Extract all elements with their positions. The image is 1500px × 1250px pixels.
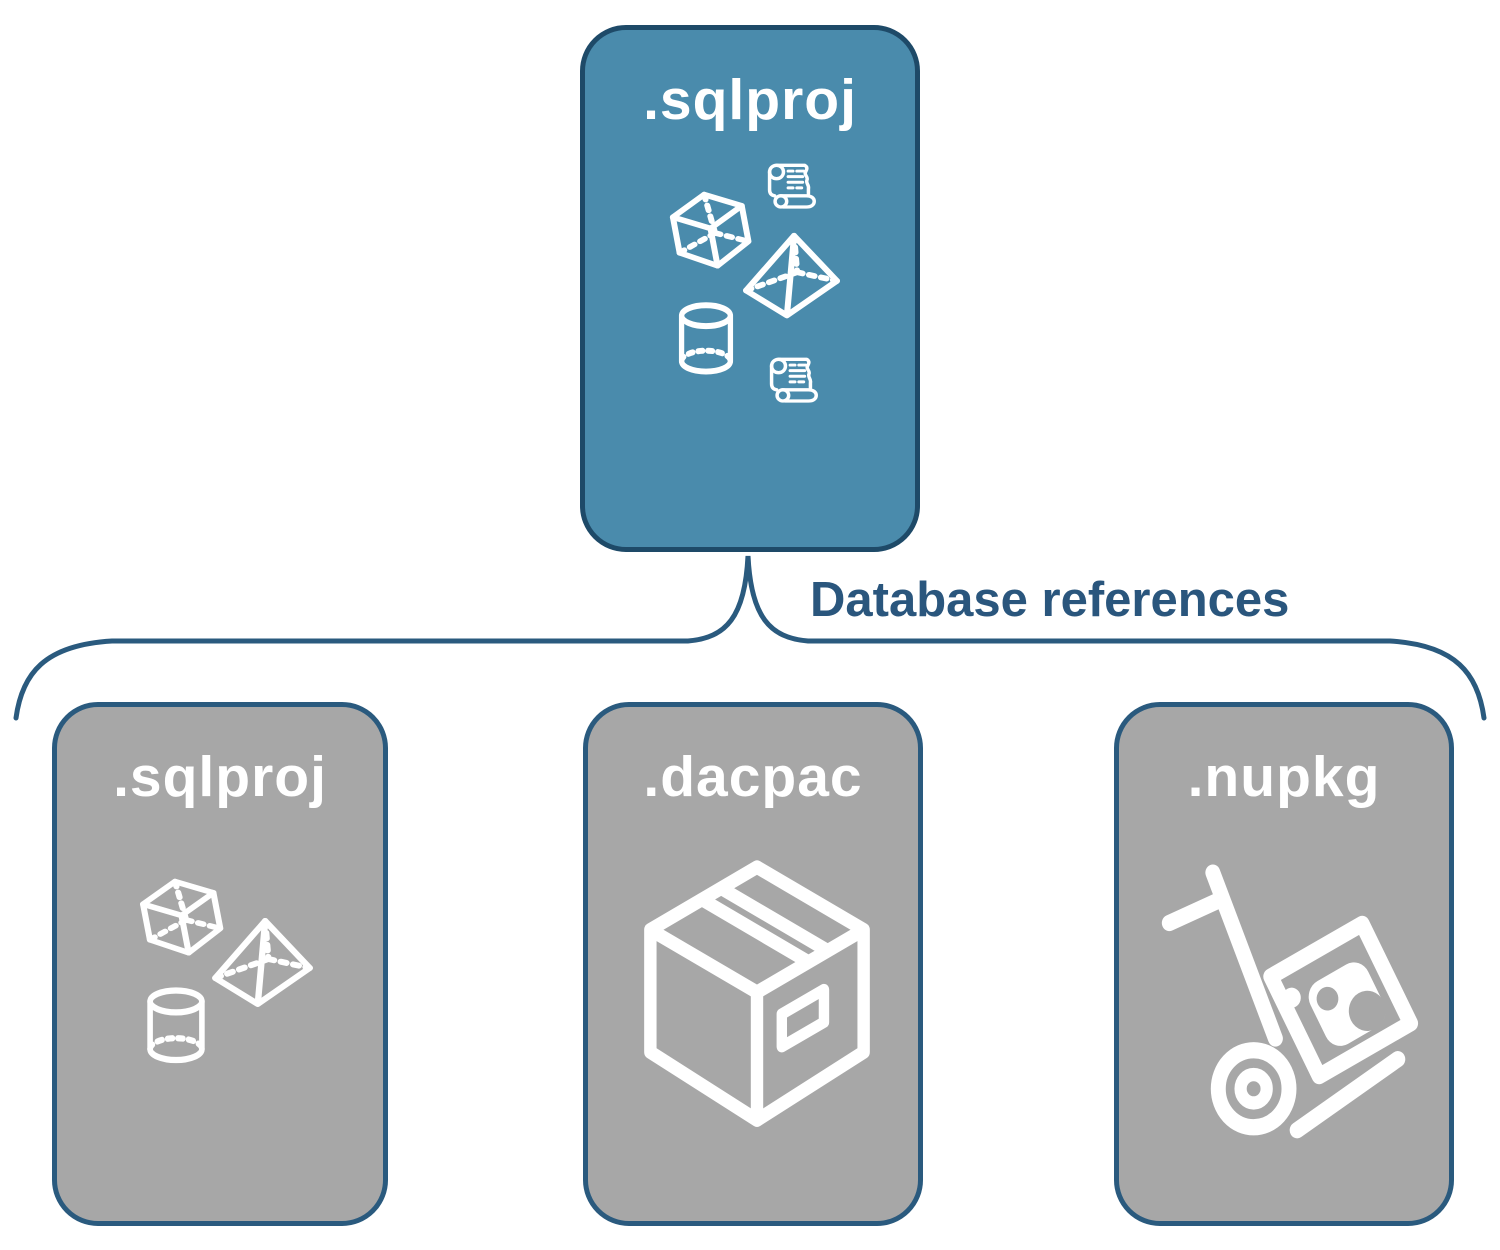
scroll-icon (769, 357, 818, 403)
child-node-label: .dacpac (643, 745, 863, 809)
root-node-label: .sqlproj (643, 68, 857, 132)
child-node-nupkg: .nupkg (1114, 702, 1454, 1226)
hand-truck-icon (1161, 864, 1419, 1139)
cylinder-icon (147, 987, 205, 1064)
root-node-sqlproj: .sqlproj (580, 25, 920, 552)
child-node-dacpac: .dacpac (583, 702, 923, 1226)
child-node-label: .sqlproj (113, 745, 327, 809)
child-node-label: .nupkg (1187, 745, 1381, 809)
pyramid-icon (212, 918, 313, 1007)
scroll-icon (767, 163, 816, 209)
cylinder-icon (678, 302, 734, 375)
cube-icon (140, 878, 224, 956)
cube-icon (669, 191, 752, 269)
child-node-sqlproj: .sqlproj (52, 702, 388, 1226)
package-box-icon (644, 860, 870, 1127)
pyramid-icon (743, 232, 840, 319)
database-references-label: Database references (810, 573, 1290, 627)
